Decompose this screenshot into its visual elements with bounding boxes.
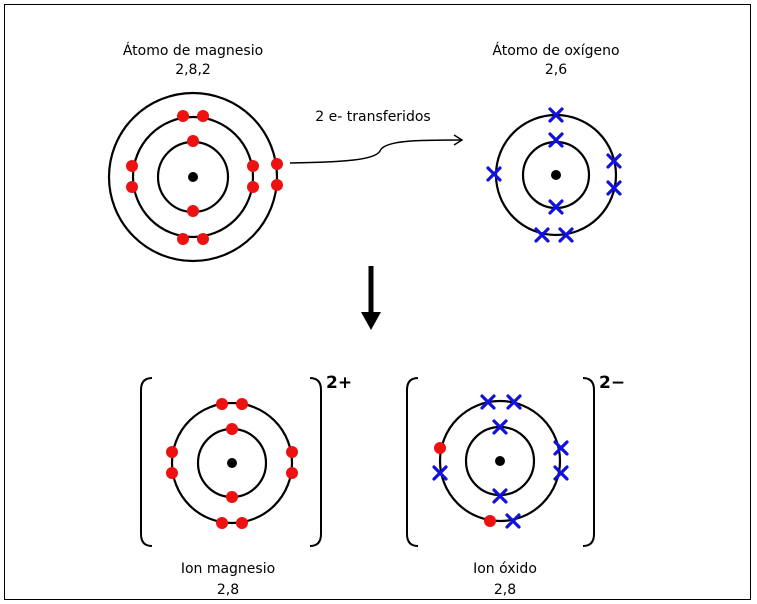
electron-cross xyxy=(548,132,564,148)
electron-cross xyxy=(492,488,508,504)
electron xyxy=(197,233,209,245)
oxide-ion-electrons xyxy=(432,394,569,529)
electron-cross xyxy=(553,465,569,481)
figure-frame xyxy=(4,4,751,600)
electron xyxy=(126,160,138,172)
transferred-electron xyxy=(484,515,496,527)
electron-transfer: 2 e- transferidos xyxy=(289,109,464,164)
reaction-arrow xyxy=(361,266,381,330)
magnesium-ion: 2+ Ion magnesio 2,8 xyxy=(140,373,352,598)
transferred-electron xyxy=(434,442,446,454)
electron xyxy=(236,398,248,410)
magnesium-ion-config: 2,8 xyxy=(217,582,239,598)
electron xyxy=(216,517,228,529)
electron xyxy=(271,179,283,191)
oxide-ion-config: 2,8 xyxy=(494,582,516,598)
magnesium-ion-nucleus xyxy=(227,458,237,468)
oxygen-atom-title: Átomo de oxígeno xyxy=(492,42,619,59)
electron-cross xyxy=(558,227,574,243)
electron xyxy=(286,467,298,479)
electron xyxy=(166,446,178,458)
magnesium-atom: Átomo de magnesio 2,8,2 xyxy=(107,42,283,263)
electron xyxy=(271,158,283,170)
electron-cross xyxy=(480,394,496,410)
left-bracket xyxy=(140,377,153,547)
magnesium-shell-2 xyxy=(131,115,255,239)
oxygen-atom: Átomo de oxígeno 2,6 xyxy=(486,42,622,243)
oxygen-electrons xyxy=(486,107,622,243)
electron-cross xyxy=(492,419,508,435)
magnesium-atom-title: Átomo de magnesio xyxy=(123,42,263,59)
electron-cross xyxy=(606,153,622,169)
electron xyxy=(286,446,298,458)
electron-cross xyxy=(505,513,521,529)
magnesium-atom-config: 2,8,2 xyxy=(175,62,211,78)
oxide-ion-nucleus xyxy=(495,456,505,466)
electron xyxy=(247,181,259,193)
electron xyxy=(226,491,238,503)
electron xyxy=(197,110,209,122)
electron-cross xyxy=(432,465,448,481)
oxide-ion-title: Ion óxido xyxy=(473,561,537,577)
magnesium-ion-title: Ion magnesio xyxy=(181,561,275,577)
electron xyxy=(226,423,238,435)
magnesium-ion-electrons xyxy=(166,398,298,529)
oxygen-atom-config: 2,6 xyxy=(545,62,567,78)
right-bracket xyxy=(309,377,322,547)
electron-cross xyxy=(548,107,564,123)
electron xyxy=(187,135,199,147)
electron-cross xyxy=(486,166,502,182)
magnesium-shell-3 xyxy=(107,91,279,263)
magnesium-electrons xyxy=(126,110,283,245)
electron-cross xyxy=(606,180,622,196)
magnesium-ion-charge: 2+ xyxy=(326,373,352,393)
transfer-arrow xyxy=(289,134,464,164)
magnesium-ion-shell-2 xyxy=(170,401,294,525)
electron-cross xyxy=(534,227,550,243)
electron xyxy=(177,110,189,122)
electron-cross xyxy=(548,199,564,215)
electron xyxy=(236,517,248,529)
oxide-ion: 2− Ion óxido 2,8 xyxy=(406,373,625,598)
transfer-label: 2 e- transferidos xyxy=(315,109,430,125)
left-bracket xyxy=(406,377,419,547)
electron xyxy=(166,467,178,479)
oxygen-nucleus xyxy=(551,170,561,180)
electron xyxy=(126,181,138,193)
oxide-ion-shell-2 xyxy=(438,399,562,523)
electron-cross xyxy=(506,394,522,410)
electron xyxy=(187,205,199,217)
oxide-ion-charge: 2− xyxy=(599,373,625,393)
electron xyxy=(177,233,189,245)
electron xyxy=(216,398,228,410)
magnesium-nucleus xyxy=(188,172,198,182)
electron xyxy=(247,160,259,172)
right-bracket xyxy=(582,377,595,547)
electron-cross xyxy=(553,440,569,456)
